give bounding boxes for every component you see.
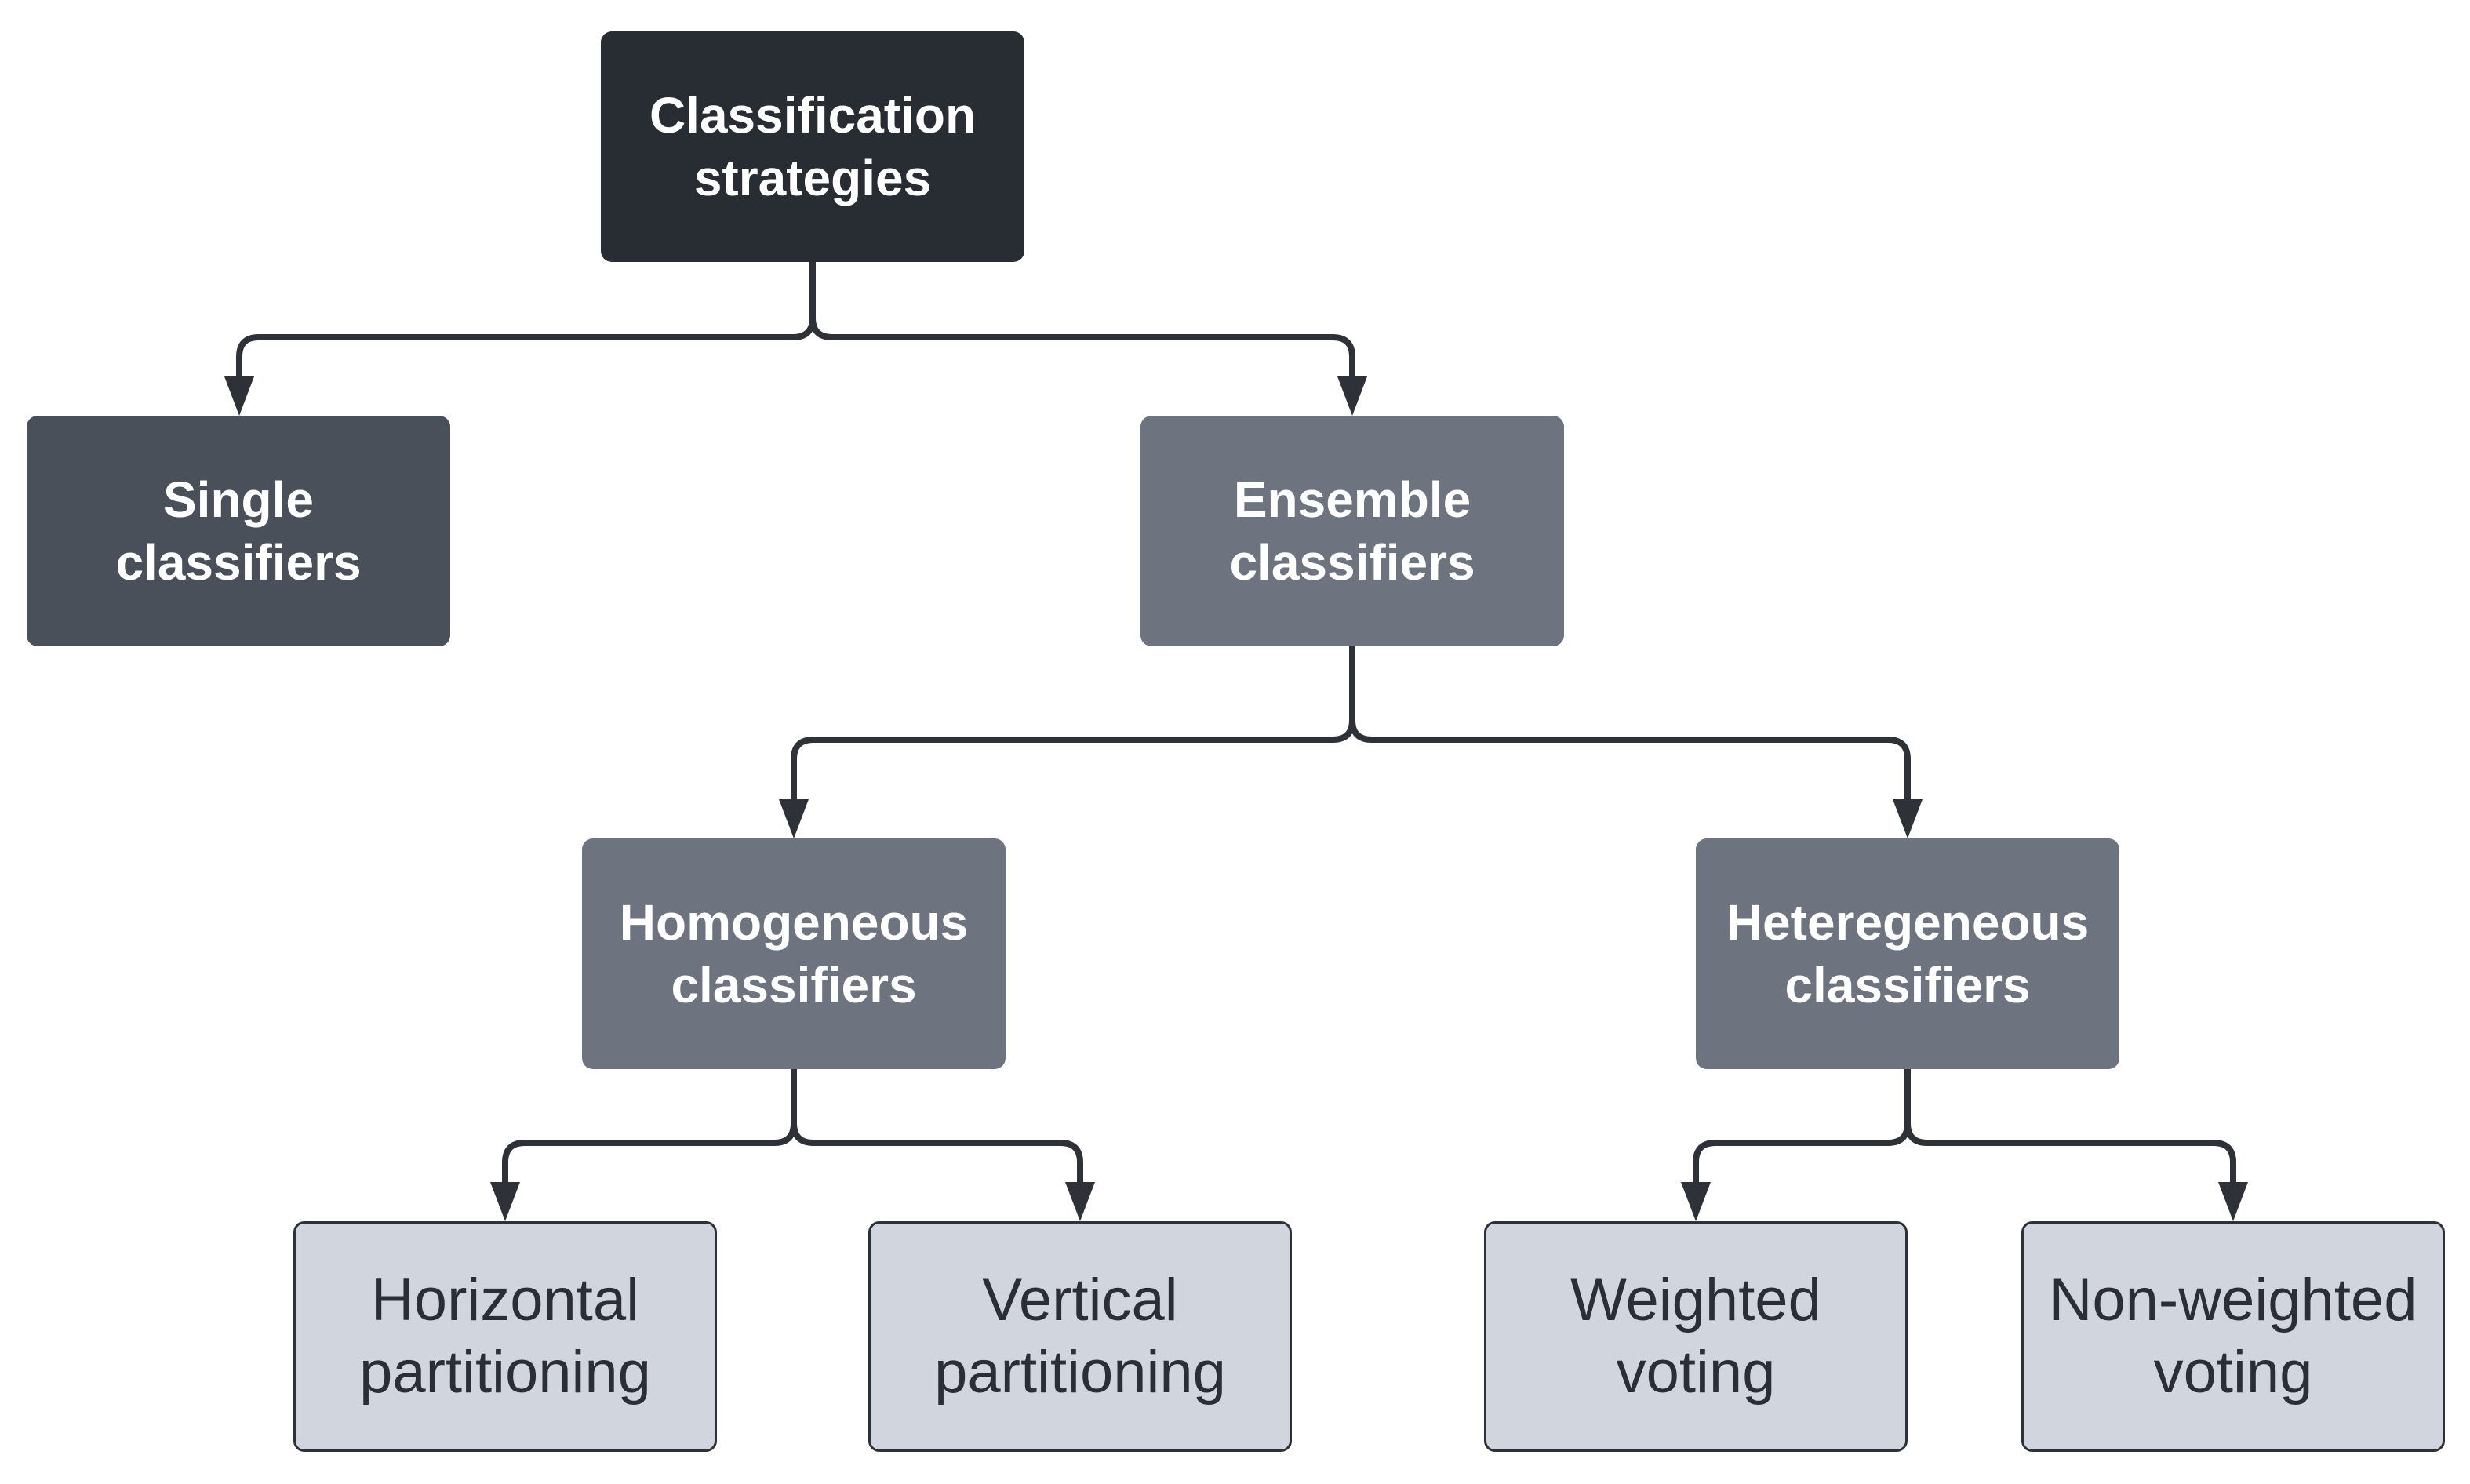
node-label-line: Homogeneous	[619, 894, 969, 951]
node-label-line: Vertical	[982, 1267, 1178, 1333]
node-homogeneous-classifiers: Homogeneous classifiers	[582, 838, 1006, 1069]
node-label-line: Classification	[649, 87, 977, 144]
node-non-weighted-voting: Non-weighted voting	[2021, 1221, 2445, 1452]
arrowhead-weighted	[1681, 1182, 1711, 1221]
node-label-line: Weighted	[1570, 1267, 1821, 1333]
node-label-line: partitioning	[934, 1339, 1226, 1406]
arrowhead-vertical	[1065, 1182, 1095, 1221]
connector-heterogeneous-to-non-weighted	[1904, 1066, 2236, 1191]
node-label-line: strategies	[693, 150, 932, 206]
node-label-line: Heteregeneous	[1726, 894, 2090, 951]
node-label-line: classifiers	[671, 957, 917, 1013]
connector-homogeneous-to-vertical	[791, 1066, 1083, 1191]
node-label-line: Horizontal	[370, 1267, 640, 1333]
node-vertical-partitioning: Vertical partitioning	[868, 1221, 1292, 1452]
node-heterogeneous-classifiers: Heteregeneous classifiers	[1696, 838, 2119, 1069]
node-horizontal-partitioning: Horizontal partitioning	[293, 1221, 717, 1452]
node-single-classifiers: Single classifiers	[27, 416, 450, 646]
node-classification-strategies: Classification strategies	[601, 31, 1024, 262]
node-label-line: voting	[1616, 1339, 1776, 1406]
node-label-line: classifiers	[115, 534, 362, 591]
connector-ensemble-to-heterogeneous	[1349, 643, 1911, 809]
node-label-line: voting	[2153, 1339, 2313, 1406]
connector-heterogeneous-to-weighted	[1693, 1066, 1911, 1191]
arrowhead-homogeneous	[779, 799, 809, 838]
node-label-line: Ensemble	[1233, 471, 1471, 528]
arrowhead-non-weighted	[2218, 1182, 2248, 1221]
connector-root-to-ensemble	[809, 259, 1355, 386]
node-ensemble-classifiers: Ensemble classifiers	[1140, 416, 1564, 646]
node-label-line: classifiers	[1229, 534, 1475, 591]
node-label-line: Single	[162, 471, 315, 528]
connector-root-to-single	[236, 259, 816, 386]
arrowhead-horizontal	[490, 1182, 520, 1221]
arrowhead-single	[224, 376, 254, 416]
connector-ensemble-to-homogeneous	[791, 643, 1355, 809]
node-weighted-voting: Weighted voting	[1484, 1221, 1908, 1452]
node-label-line: partitioning	[359, 1339, 651, 1406]
arrowhead-ensemble	[1337, 376, 1367, 416]
connector-homogeneous-to-horizontal	[502, 1066, 797, 1191]
node-label-line: classifiers	[1784, 957, 2031, 1013]
node-label-line: Non-weighted	[2049, 1267, 2417, 1333]
arrowhead-heterogeneous	[1893, 799, 1923, 838]
